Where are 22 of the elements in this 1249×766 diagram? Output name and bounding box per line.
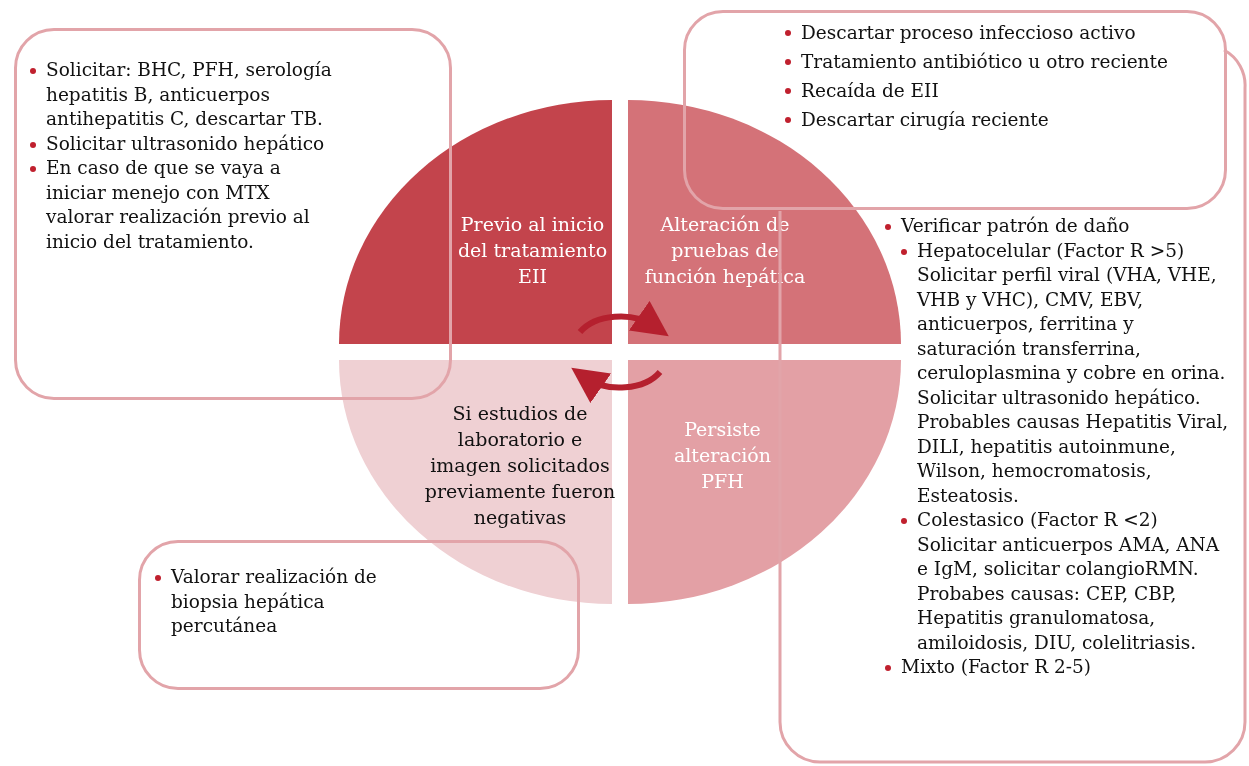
- bullet-text: Hepatocelular (Factor R >5) Solicitar perfil viral (VHA, VHE, VHB y VHC), CMV, EBV, anticuerpos, ferritina y saturación transferrina, ceruloplasmina y cobre en orina. Solicitar ultrasonido hepático. Probables causas Hepatitis Viral, DILI, hepatitis autoinmune, Wilson, hemocromatosis, Esteatosis.: [917, 238, 1230, 508]
- bullet-text: Solicitar: BHC, PFH, serología hepatitis B, anticuerpos antihepatitis C, descartar TB.: [46, 58, 333, 131]
- bullet-text: Valorar realización de biopsia hepática percutánea: [171, 565, 378, 638]
- callout-box: [138, 540, 580, 690]
- quadrant-shape: [339, 100, 612, 344]
- curved-arrow: [570, 368, 663, 403]
- quadrant-shape: [628, 360, 901, 604]
- quadrant-label: Si estudios de laboratorio e imagen solicitados previamente fueron negativas: [423, 401, 617, 530]
- bullet-text: En caso de que se vaya a iniciar menejo con MTX valorar realización previo al inicio del tratamiento.: [46, 156, 311, 254]
- bullet-text: Solicitar ultrasonido hepático: [46, 131, 326, 156]
- bullet-text: Recaída de EII: [801, 79, 940, 103]
- quadrant-label: Previo al inicio del tratamiento EII: [456, 212, 609, 289]
- bullet-text: Mixto (Factor R 2-5): [901, 655, 1093, 679]
- bullet-text: Tratamiento antibiótico u otro reciente: [801, 50, 1169, 74]
- bullet-text: Verificar patrón de daño: [901, 214, 1131, 238]
- bullet-text: Descartar cirugía reciente: [801, 108, 1050, 132]
- quadrant-label: Persiste alteración PFH: [672, 417, 773, 494]
- callout-box: [14, 28, 452, 400]
- callout-box: [683, 10, 1227, 210]
- bullet-text: Descartar proceso infeccioso activo: [801, 21, 1137, 45]
- bullet-text: Colestasico (Factor R <2) Solicitar anticuerpos AMA, ANA e IgM, solicitar colangioRMN. Probabes causas: CEP, CBP, Hepatitis granulomatosa, amiloidosis, DIU, colelitriasis.: [917, 508, 1221, 655]
- quadrant-shape: [628, 100, 901, 344]
